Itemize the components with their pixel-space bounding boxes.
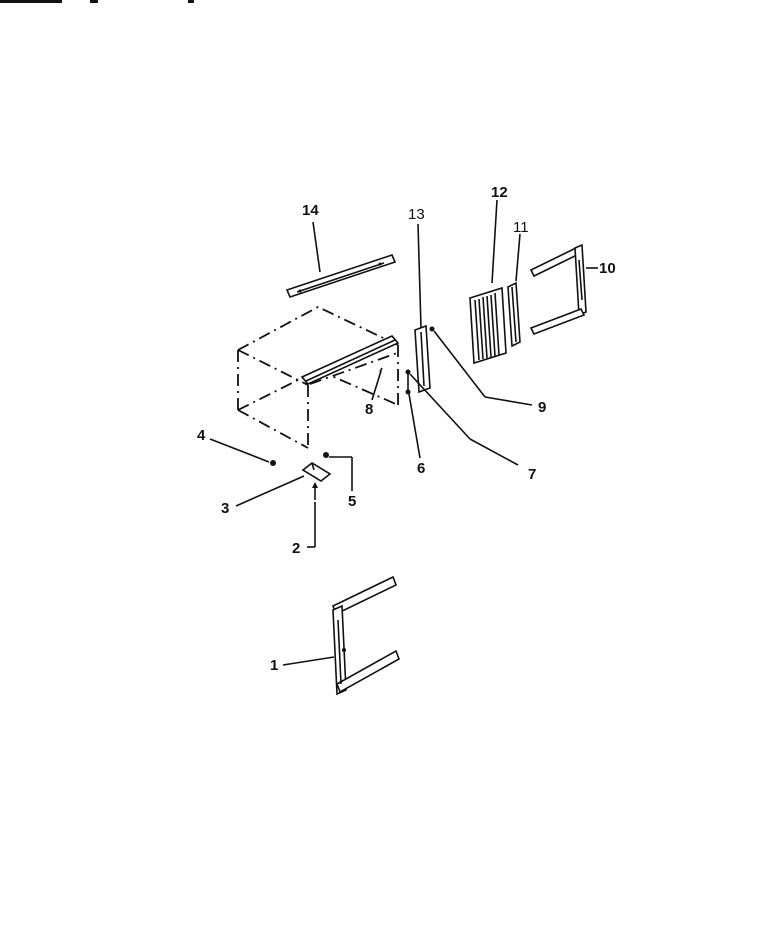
part-3-clip bbox=[301, 462, 332, 482]
callout-10: 10 bbox=[599, 260, 616, 277]
callout-13: 13 bbox=[408, 206, 425, 223]
callout-4: 4 bbox=[197, 427, 206, 444]
part-8-channel bbox=[300, 335, 400, 385]
header-artifact bbox=[0, 0, 194, 3]
callout-2: 2 bbox=[292, 540, 300, 557]
callout-11: 11 bbox=[513, 219, 529, 236]
callout-1: 1 bbox=[270, 657, 278, 674]
leader-lines bbox=[209, 199, 598, 666]
part-12-filter-panel bbox=[469, 286, 507, 365]
part-14-top-rail bbox=[285, 254, 397, 298]
callout-14: 14 bbox=[302, 202, 319, 219]
part-4-screw bbox=[270, 460, 276, 466]
callout-labels: 14 12 13 11 10 9 8 7 6 5 4 3 2 1 bbox=[197, 184, 616, 674]
part-2-screw bbox=[312, 482, 318, 500]
part-5-screw bbox=[323, 452, 329, 458]
callout-9: 9 bbox=[538, 399, 546, 416]
part-10-curtain-frame bbox=[529, 243, 587, 336]
callout-12: 12 bbox=[491, 184, 508, 201]
callout-8: 8 bbox=[365, 401, 373, 418]
callout-7: 7 bbox=[528, 466, 536, 483]
callout-3: 3 bbox=[221, 500, 229, 517]
part-1-large-frame bbox=[331, 575, 400, 696]
part-11-side-strip bbox=[507, 281, 521, 348]
callout-6: 6 bbox=[417, 460, 425, 477]
part-13-side-bracket bbox=[414, 324, 435, 394]
callout-5: 5 bbox=[348, 493, 356, 510]
part-6-7-screws bbox=[405, 369, 411, 395]
